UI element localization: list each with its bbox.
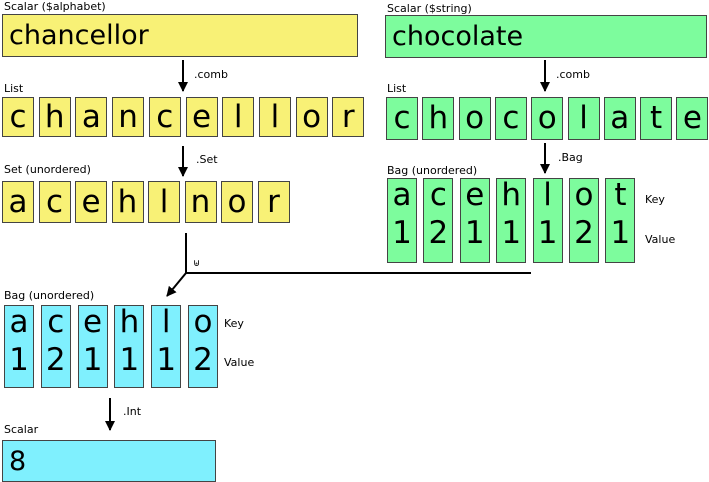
left-list-cell: r	[332, 97, 365, 137]
left-list-cell: o	[295, 97, 328, 137]
scalar-result-value: 8	[9, 445, 27, 477]
list-label-right: List	[387, 82, 407, 95]
bag-method: .Bag	[558, 151, 583, 164]
right-bag-key: c	[429, 177, 447, 213]
right-bag-key: t	[614, 177, 627, 213]
left-list-cell: a	[75, 97, 108, 137]
right-list-cell: t	[640, 97, 673, 140]
result-bag-key: e	[83, 304, 103, 340]
left-set-cell: c	[38, 181, 71, 223]
result-bag-value: 1	[82, 342, 103, 378]
right-bag-value: 2	[428, 215, 449, 251]
scalar-string-label: Scalar ($string)	[387, 2, 472, 15]
left-list-cell: e	[185, 97, 218, 137]
left-set-cell: n	[184, 181, 217, 223]
right-list-cell: c	[386, 97, 418, 140]
scalar-string-value: chocolate	[392, 21, 524, 52]
left-list-cell: h	[38, 97, 71, 137]
right-bag-key: h	[501, 177, 522, 213]
right-list-cell: c	[494, 97, 527, 140]
result-bag-value: 1	[9, 342, 29, 378]
left-set-cell: h	[111, 181, 144, 223]
key-label-result: Key	[224, 317, 244, 330]
result-bag-key: l	[161, 304, 171, 340]
right-bag-value: 1	[610, 215, 631, 251]
left-list-cell: c	[2, 97, 34, 137]
result-bag-key: c	[47, 304, 65, 340]
left-list-cell: c	[148, 97, 181, 137]
scalar-alphabet-label: Scalar ($alphabet)	[4, 0, 106, 13]
scalar-alphabet-value: chancellor	[9, 20, 149, 51]
right-list-cell: e	[676, 97, 709, 140]
comb-method-right: .comb	[556, 68, 590, 81]
right-bag-value: 1	[392, 215, 412, 251]
list-label-left: List	[4, 82, 24, 95]
int-method: .Int	[123, 405, 142, 418]
sum-arrow	[166, 272, 187, 297]
right-list-cell: l	[567, 97, 600, 140]
right-list-cell: o	[531, 97, 564, 140]
result-bag-key: o	[193, 304, 213, 340]
scalar-alphabet-box: chancellor	[2, 14, 358, 57]
right-list-cell: o	[458, 97, 491, 140]
result-bag-value: 1	[119, 342, 140, 378]
right-bag-key: l	[543, 177, 552, 213]
bag-label-right: Bag (unordered)	[387, 164, 478, 177]
left-list-cell: l	[258, 97, 291, 137]
right-list-cell: a	[603, 97, 636, 140]
right-bag-value: 1	[501, 215, 522, 251]
right-bag-value: 1	[537, 215, 558, 251]
left-set-cell: a	[2, 181, 34, 223]
scalar-string-box: chocolate	[385, 15, 707, 58]
right-bag-key: o	[574, 177, 594, 213]
right-bag-value: 1	[464, 215, 485, 251]
scalar-result-label: Scalar	[4, 423, 39, 436]
right-bag-value: 2	[574, 215, 594, 251]
key-label-right: Key	[645, 193, 665, 206]
left-set-cell: o	[221, 181, 253, 223]
result-bag-key: a	[9, 304, 29, 340]
left-set-cell: e	[75, 181, 107, 223]
scalar-result-box: 8	[2, 440, 216, 482]
result-bag-key: h	[119, 304, 140, 340]
right-bag-key: e	[465, 177, 485, 213]
comb-method-left: .comb	[194, 68, 228, 81]
result-bag-value: 2	[45, 342, 66, 378]
left-set-cell: l	[148, 181, 180, 223]
left-list-cell: n	[112, 97, 145, 137]
set-method: .Set	[196, 153, 218, 166]
value-label-right: Value	[645, 233, 676, 246]
value-label-result: Value	[224, 356, 255, 369]
right-list-cell: h	[422, 97, 455, 140]
left-list-cell: l	[222, 97, 255, 137]
bag-label-result: Bag (unordered)	[4, 289, 95, 302]
set-label: Set (unordered)	[4, 163, 91, 176]
result-bag-value: 1	[156, 342, 177, 378]
left-set-cell: r	[257, 181, 290, 223]
right-bag-key: a	[392, 177, 412, 213]
result-bag-value: 2	[193, 342, 213, 378]
bag-sum-operator: ⊎	[193, 258, 201, 269]
